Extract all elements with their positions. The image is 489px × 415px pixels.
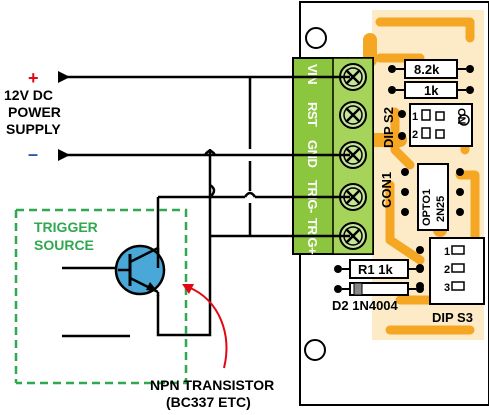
opto-label-line2: 2N25 [435,196,447,222]
power-label-line2: POWER [8,104,61,120]
wire-hops [203,149,257,198]
dip-s3-pin3: 3 [444,282,450,294]
dip-s3-pin2: 2 [444,264,450,276]
dip-switch-s3: 1 2 3 DIP S3 [416,237,485,325]
dip-switch-s2: 1 2 ON DIP S2 [381,103,473,148]
terminal-label-rst: RST [305,102,320,127]
power-label-line1: 12V DC [4,87,53,103]
dip-s3-label: DIP S3 [432,310,473,325]
terminal-label-vin: VIN [305,64,320,84]
resistor-1k: 1k [388,81,474,99]
npn-transistor [114,244,166,296]
terminal-screw-1 [339,63,367,91]
resistor-r1-label: R1 1k [358,262,393,277]
mounting-hole-bottom [304,339,326,361]
transistor-label-line1: NPN TRANSISTOR [150,377,274,393]
power-minus-sign: – [28,144,38,164]
power-arrows [58,71,70,161]
pcb-components: 8.2k 1k 1 2 ON DIP S2 CON1 [332,59,485,325]
diode-d2: D2 1N4004 [332,282,424,313]
terminal-screw-2 [339,101,367,129]
resistor-r1: R1 1k [334,259,424,279]
opto-coupler: OPTO1 2N25 [401,163,464,231]
power-label-line3: SUPPLY [6,121,61,137]
vin-arrow [58,71,70,83]
dip-s3-pin1: 1 [444,246,450,258]
dip-s2-label: DIP S2 [381,107,396,148]
resistor-8k2-label: 8.2k [414,62,440,77]
con1-label: CON1 [379,172,394,208]
opto-label-line1: OPTO1 [421,189,433,226]
resistor-8k2: 8.2k [388,59,474,79]
resistor-1k-label: 1k [424,83,439,98]
trigger-label-line1: TRIGGER [34,219,98,235]
power-plus-sign: + [28,68,39,88]
mounting-hole-top [305,27,327,49]
terminal-screw-3 [339,141,367,169]
trigger-label-line2: SOURCE [34,237,94,253]
transistor-label-line2: (BC337 ETC) [166,394,251,410]
dip-s2-pin2: 2 [412,129,418,141]
trigger-source-box [14,208,188,385]
diode-d2-label: D2 1N4004 [332,298,399,313]
gnd-arrow [58,149,70,161]
transistor-pointer-arrow [182,284,228,369]
dip-s2-pin1: 1 [412,111,418,123]
terminal-screw-5 [339,222,367,250]
